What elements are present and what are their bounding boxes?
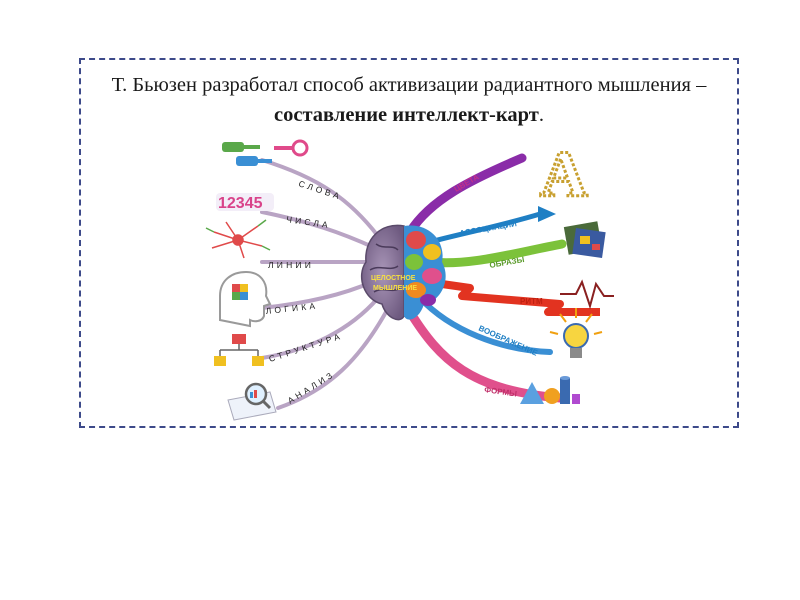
branch-rhythm xyxy=(427,278,600,316)
rhythm-heartbeat-icon xyxy=(560,279,614,310)
label-rhythm: РИТМ xyxy=(520,297,543,306)
letter-a-icon: A xyxy=(540,138,588,211)
content-frame xyxy=(79,58,739,428)
branch-colors xyxy=(405,153,527,237)
neuron-lines-icon xyxy=(205,219,271,259)
structure-chart-icon xyxy=(214,334,264,366)
slide-title: Т. Бьюзен разработал способ активизации … xyxy=(88,70,730,130)
label-analysis: АНАЛИЗ xyxy=(286,369,337,406)
branch-numbers xyxy=(260,210,377,250)
associations-arrow-icon xyxy=(538,206,556,222)
magnifier-analysis-icon xyxy=(227,382,277,421)
title-bold-text: составление интеллект-карт xyxy=(274,104,539,126)
branch-words xyxy=(260,158,380,238)
label-logic: ЛОГИКА xyxy=(265,301,318,316)
title-end: . xyxy=(538,104,544,126)
title-text: Т. Бьюзен разработал способ активизации … xyxy=(111,74,707,96)
brain-label-line2: МЫШЛЕНИЕ xyxy=(373,285,417,292)
pictures-icon xyxy=(563,221,606,258)
branch-structure xyxy=(260,296,380,360)
branch-associations xyxy=(429,211,541,245)
label-numbers: ЧИСЛА xyxy=(286,214,332,230)
label-words: СЛОВА xyxy=(297,178,343,201)
keys-icon xyxy=(222,139,309,166)
branch-imagination xyxy=(417,295,553,355)
branch-analysis xyxy=(276,310,388,410)
geometric-forms-icon xyxy=(520,376,580,404)
label-structure: СТРУКТУРА xyxy=(268,331,344,364)
brain-label-line1: ЦЕЛОСТНОЕ xyxy=(371,275,416,282)
branch-logic xyxy=(260,280,374,310)
branch-images xyxy=(425,239,567,268)
head-puzzle-icon xyxy=(219,270,272,328)
numbers-icon: 12345 xyxy=(216,193,274,212)
lightbulb-icon xyxy=(549,308,603,358)
numbers-icon-text: 12345 xyxy=(218,195,263,212)
label-lines: ЛИНИИ xyxy=(268,260,314,270)
label-associations: АССОЦИАЦИИ xyxy=(459,219,518,238)
brain-icon: ЦЕЛОСТНОЕ МЫШЛЕНИЕ xyxy=(361,224,446,321)
